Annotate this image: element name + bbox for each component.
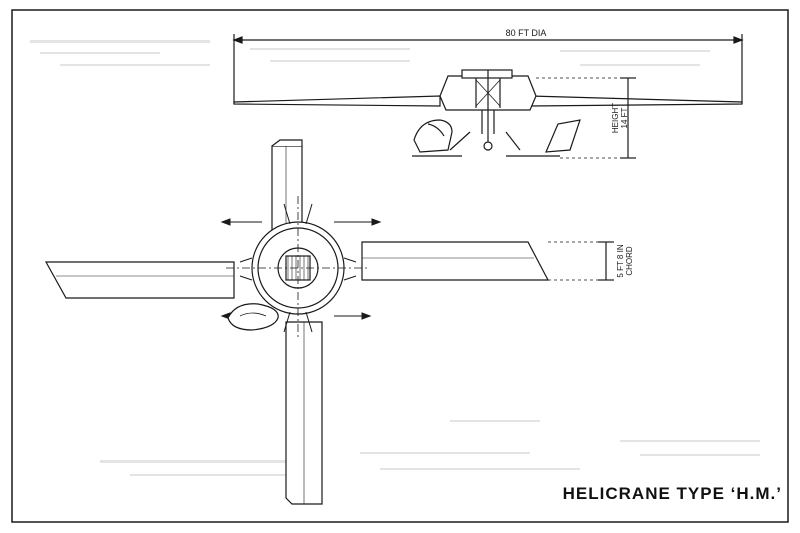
rotor-blade-right xyxy=(361,241,549,281)
height-label: HEIGHT xyxy=(611,103,620,133)
cab-pod-plan xyxy=(227,303,279,331)
rotor-blade-left-side xyxy=(233,95,441,107)
scan-noise xyxy=(30,40,760,476)
side-elevation-view xyxy=(232,34,744,159)
cab-pod-side xyxy=(413,119,453,153)
plan-view xyxy=(44,139,614,505)
tail-fin-side xyxy=(545,119,581,153)
sheet-border xyxy=(11,9,789,523)
height-value: 14 FT xyxy=(620,107,629,128)
rotor-blade-left xyxy=(44,261,235,299)
chord-value: 5 FT 8 IN xyxy=(616,244,625,277)
diameter-label: 80 FT DIA xyxy=(506,28,547,38)
chord-label: CHORD xyxy=(625,246,634,276)
drawing-title: HELICRANE TYPE ‘H.M.’ xyxy=(562,484,782,503)
